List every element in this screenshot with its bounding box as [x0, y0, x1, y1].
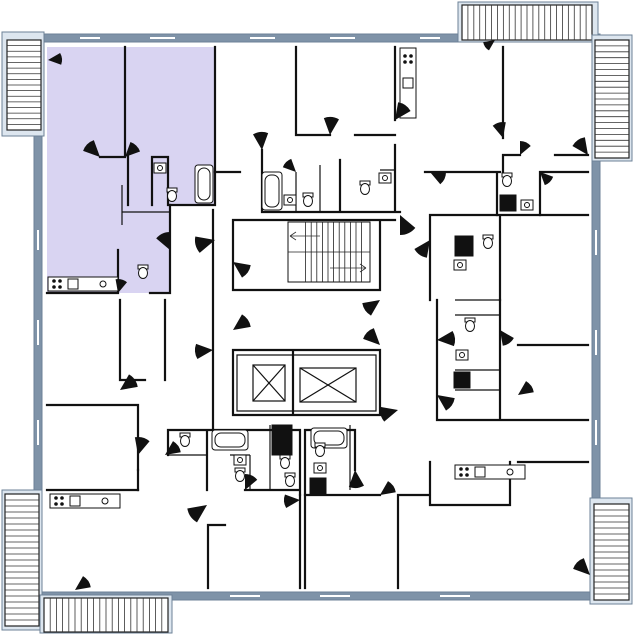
- stove-icon: [49, 493, 121, 509]
- door-icon: [283, 494, 300, 508]
- door-icon: [362, 300, 380, 316]
- stair-icon: [287, 221, 371, 283]
- sink-icon: [313, 462, 327, 474]
- toilet-icon: [314, 442, 326, 457]
- sink-icon: [453, 259, 467, 271]
- shower-icon: [499, 194, 517, 212]
- toilet-icon: [234, 467, 246, 482]
- shower-icon: [309, 477, 327, 495]
- sink-icon: [455, 349, 469, 361]
- door-icon: [483, 40, 495, 51]
- door-icon: [414, 240, 430, 258]
- shower-icon: [271, 424, 293, 456]
- door-icon: [437, 331, 455, 347]
- bathtub-icon: [261, 171, 283, 211]
- toilet-icon: [359, 180, 371, 195]
- door-icon: [518, 381, 534, 395]
- door-icon: [430, 172, 446, 185]
- door-icon: [323, 117, 339, 135]
- balcony-bottom-right: [589, 497, 633, 605]
- exterior-wall: [33, 33, 601, 601]
- sink-icon: [520, 199, 534, 211]
- toilet-icon: [179, 432, 191, 447]
- door-icon: [156, 232, 170, 250]
- door-icon: [83, 140, 100, 157]
- sink-icon: [153, 162, 167, 174]
- door-icon: [348, 470, 364, 488]
- door-icon: [115, 279, 127, 293]
- balcony-top-right: [457, 1, 633, 162]
- stove-icon: [399, 47, 417, 119]
- elevator-icon: [252, 364, 286, 402]
- sink-icon: [283, 194, 297, 206]
- toilet-icon: [279, 454, 291, 469]
- balcony-bottom-left: [1, 489, 173, 634]
- door-icon: [380, 406, 398, 422]
- door-icon: [125, 141, 141, 157]
- highlighted-apartment[interactable]: [47, 47, 215, 293]
- door-icon: [134, 437, 150, 455]
- door-icon: [165, 441, 181, 455]
- toilet-icon: [464, 317, 476, 332]
- door-icon: [233, 262, 251, 278]
- stove-icon: [47, 276, 119, 292]
- toilet-icon: [137, 264, 149, 279]
- stove-icon: [454, 464, 526, 480]
- door-icon: [282, 158, 296, 172]
- door-icon: [194, 343, 213, 359]
- door-icon: [573, 558, 590, 575]
- door-icon: [395, 102, 411, 120]
- door-icon: [400, 215, 416, 235]
- shower-icon: [454, 235, 474, 257]
- door-icon: [363, 328, 380, 345]
- toilet-icon: [284, 472, 296, 487]
- door-icon: [437, 395, 455, 411]
- door-icon: [195, 236, 215, 253]
- door-icon: [380, 481, 396, 495]
- toilet-icon: [166, 187, 178, 202]
- door-icon: [187, 505, 207, 523]
- door-icon: [520, 141, 531, 155]
- door-icon: [500, 330, 514, 346]
- toilet-icon: [302, 192, 314, 207]
- door-icon: [75, 576, 91, 590]
- balcony-top-left: [1, 31, 45, 137]
- door-icon: [540, 172, 554, 186]
- door-icon: [492, 122, 506, 138]
- door-icon: [120, 374, 138, 390]
- elevator-icon: [299, 367, 357, 403]
- bathtub-icon: [194, 164, 214, 204]
- door-icon: [245, 474, 258, 490]
- sink-icon: [378, 172, 392, 184]
- door-icon: [233, 314, 251, 330]
- toilet-icon: [501, 172, 513, 187]
- sink-icon: [233, 454, 247, 466]
- door-icon: [48, 53, 62, 65]
- bathtub-icon: [211, 429, 249, 451]
- door-icon: [572, 137, 588, 155]
- toilet-icon: [482, 234, 494, 249]
- door-icon: [253, 132, 269, 150]
- shower-icon: [453, 371, 471, 389]
